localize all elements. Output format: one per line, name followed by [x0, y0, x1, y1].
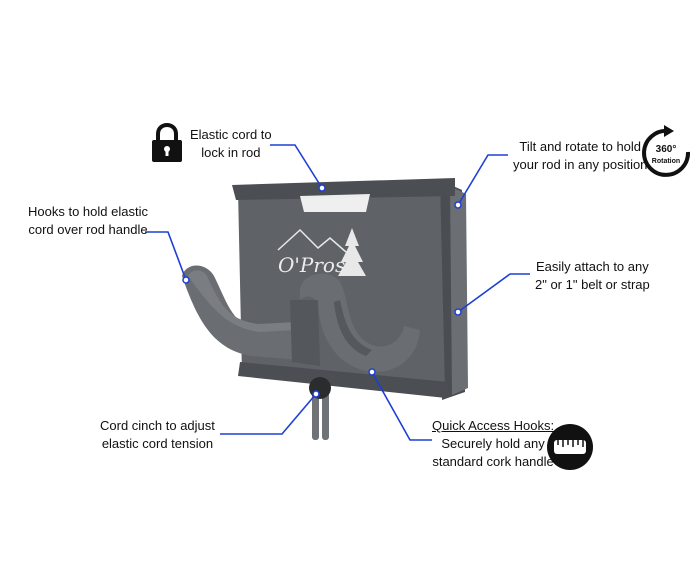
quick-access-line2: standard cork handle: [432, 454, 554, 469]
callout-dots: [182, 184, 462, 398]
top-slot: [300, 194, 370, 212]
quick-access-title: Quick Access Hooks:: [432, 418, 555, 433]
hooks-hold-line2: cord over rod handle: [28, 222, 148, 237]
logo-text: O'Pros: [278, 253, 345, 277]
cord-cinch-line2: elastic cord tension: [101, 436, 214, 451]
line-attach: [457, 273, 530, 313]
rotation-360-text: Rotation: [652, 158, 680, 165]
line-quick-access: [371, 371, 432, 441]
callout-attach: Easily attach to any 2" or 1" belt or st…: [535, 258, 650, 294]
right-hook-shadow: [334, 300, 372, 356]
cord-cinch-line1: Cord cinch to adjust: [100, 418, 215, 433]
elastic-lock-line2: lock in rod: [201, 145, 261, 160]
callout-tilt-rotate: Tilt and rotate to hold your rod in any …: [513, 138, 647, 174]
bottom-rail: [238, 362, 448, 398]
rotation-360-icon: 360° Rotation: [642, 125, 691, 177]
brand-logo: O'Pros: [277, 228, 366, 277]
center-divider: [290, 300, 320, 366]
hooks-hold-line1: Hooks to hold elastic: [28, 204, 148, 219]
line-elastic-lock: [270, 144, 323, 189]
cork-handle-icon: [547, 424, 593, 470]
quick-access-line1: Securely hold any: [441, 436, 545, 451]
lock-icon: [152, 123, 182, 162]
tilt-rotate-line1: Tilt and rotate to hold: [519, 139, 642, 154]
callout-cord-cinch: Cord cinch to adjust elastic cord tensio…: [100, 417, 215, 453]
line-hooks-hold: [145, 231, 187, 281]
callout-lines: [145, 144, 530, 441]
line-cord-cinch: [220, 393, 317, 435]
cord-cinch-knob: [309, 377, 331, 399]
attach-line1: Easily attach to any: [536, 259, 649, 274]
callout-elastic-lock: Elastic cord to lock in rod: [190, 126, 272, 162]
callout-quick-access: Quick Access Hooks: Securely hold any st…: [432, 417, 554, 471]
line-tilt-rotate: [457, 154, 508, 206]
right-hook: [300, 273, 420, 372]
callout-hooks-hold: Hooks to hold elastic cord over rod hand…: [28, 203, 148, 239]
top-rail: [232, 178, 455, 200]
rotation-360-value: 360°: [656, 144, 677, 155]
attach-line2: 2" or 1" belt or strap: [535, 277, 650, 292]
rod-holder-product: O'Pros: [182, 178, 468, 440]
elastic-lock-line1: Elastic cord to: [190, 127, 272, 142]
tilt-rotate-line2: your rod in any position: [513, 157, 648, 172]
pine-tree-icon: [338, 228, 366, 276]
left-hook-highlight: [188, 270, 296, 332]
belt-clip-edge: [450, 186, 468, 395]
